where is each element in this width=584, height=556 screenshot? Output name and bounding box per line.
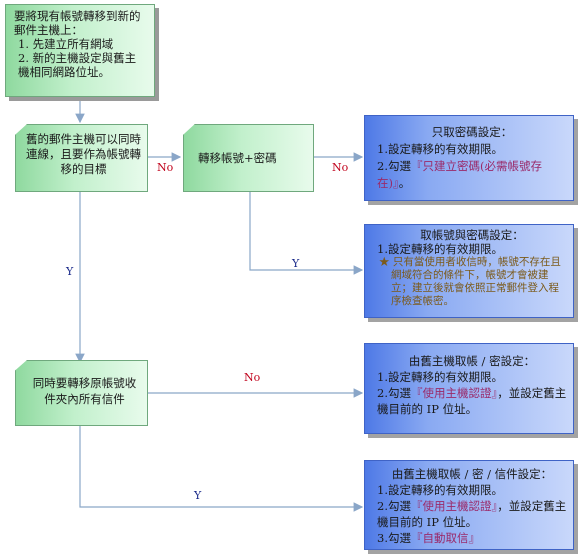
box-old-all-line2: 2.勾選『使用主機認證』，並設定舊主機目前的 IP 位址。: [377, 498, 567, 530]
box-old-auth-title: 由舊主機取帳 / 密設定：: [408, 354, 536, 368]
process-transfer-account-password: 轉移帳號+密碼: [183, 124, 314, 192]
box-old-all-line2-prefix: 2.勾選: [377, 499, 411, 513]
box-old-host-auth: 由舊主機取帳 / 密設定： 1.設定轉移的有效期限。 2.勾選『使用主機認證』，…: [364, 343, 574, 434]
arrow-decision2-to-box-old-all: [79, 426, 364, 512]
box-acct-line1: 1.設定轉移的有效期限。: [377, 242, 503, 256]
box-old-all-title: 由舊主機取帳 / 密 / 信件設定：: [391, 467, 553, 481]
box-old-host-all: 由舊主機取帳 / 密 / 信件設定： 1.設定轉移的有效期限。 2.勾選『使用主…: [364, 460, 574, 550]
box-old-all-line3-highlight: 『自動取信』: [410, 531, 480, 545]
label-no-decision1: No: [157, 161, 174, 174]
start-box: 要將現有帳號轉移到新的郵件主機上： 1. 先建立所有網域 2. 新的主機設定與舊…: [5, 4, 155, 97]
decision-concurrent-connection: 舊的郵件主機可以同時連線，且要作為帳號轉移的目標: [15, 124, 148, 192]
box-old-auth-line2-suffix: ，並設定舊主機目前的 IP 位址。: [377, 386, 567, 416]
box-password-only: 只取密碼設定： 1.設定轉移的有效期限。 2.勾選『只建立密碼(必需帳號存在)』…: [364, 115, 574, 201]
box-pw-line1: 1.設定轉移的有效期限。: [377, 142, 503, 156]
box-acct-title: 取帳號與密碼設定：: [420, 228, 524, 242]
box-old-all-line2-suffix: ，並設定舊主機目前的 IP 位址。: [377, 499, 567, 529]
start-item-2: 2. 新的主機設定與舊主機相同網路位址。: [18, 51, 137, 79]
box-old-all-line3: 3.勾選『自動取信』: [377, 530, 567, 546]
label-yes-decision1: Y: [66, 265, 74, 278]
arrow-transfer-to-box-acct: [249, 192, 364, 275]
decision2-text: 同時要轉移原帳號收件夾內所有信件: [32, 376, 137, 406]
start-text: 要將現有帳號轉移到新的郵件主機上：: [14, 9, 141, 37]
box-old-all-line2-highlight: 『使用主機認證』: [410, 499, 498, 513]
box-old-auth-line2-highlight: 『使用主機認證』: [410, 386, 498, 400]
box-acct-note: ★ 只有當使用者收信時，帳號不存在且網域符合的條件下，帳號才會被建立；建立後就會…: [377, 256, 567, 308]
box-pw-line2-prefix: 2.勾選: [377, 159, 411, 173]
box-old-auth-line2: 2.勾選『使用主機認證』，並設定舊主機目前的 IP 位址。: [377, 385, 567, 417]
box-old-auth-line2-prefix: 2.勾選: [377, 386, 411, 400]
label-no-transfer: No: [332, 161, 349, 174]
label-yes-decision2: Y: [194, 489, 202, 502]
start-item-1: 1. 先建立所有網域: [18, 37, 114, 51]
star-icon: ★: [379, 256, 390, 268]
box-pw-line2: 2.勾選『只建立密碼(必需帳號存在)』。: [377, 158, 567, 192]
transfer-text: 轉移帳號+密碼: [198, 151, 277, 165]
decision-transfer-mailbox: 同時要轉移原帳號收件夾內所有信件: [15, 360, 148, 426]
box-old-all-line1: 1.設定轉移的有效期限。: [377, 483, 503, 497]
box-pw-title: 只取密碼設定：: [431, 125, 513, 139]
box-old-all-line3-prefix: 3.勾選: [377, 531, 411, 545]
decision1-text: 舊的郵件主機可以同時連線，且要作為帳號轉移的目標: [26, 132, 141, 176]
label-no-decision2: No: [244, 371, 261, 384]
box-pw-line2-suffix: 。: [398, 176, 411, 190]
box-acct-note-text: 只有當使用者收信時，帳號不存在且網域符合的條件下，帳號才會被建立；建立後就會依照…: [391, 256, 561, 307]
box-pw-line2-highlight: 『只建立密碼(必需帳號存在)』: [377, 159, 542, 190]
label-yes-transfer: Y: [292, 257, 300, 270]
box-account-and-password: 取帳號與密碼設定： 1.設定轉移的有效期限。 ★ 只有當使用者收信時，帳號不存在…: [364, 224, 574, 318]
box-old-auth-line1: 1.設定轉移的有效期限。: [377, 370, 503, 384]
